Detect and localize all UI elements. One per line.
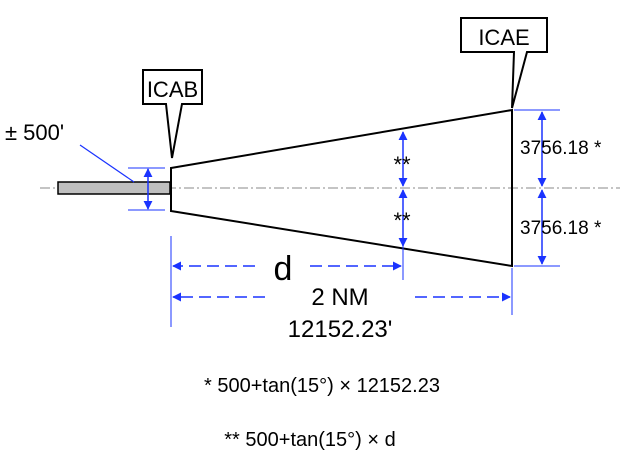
end-upper-label: 3756.18 * — [520, 138, 602, 159]
runway — [57, 181, 171, 195]
callout-icae: ICAE — [460, 17, 548, 109]
tolerance-leader — [79, 144, 135, 183]
tolerance-label: ± 500' — [5, 120, 64, 145]
formula-single-star: * 500+tan(15°) × 12152.23 — [204, 375, 440, 397]
inner-lower-label: ** — [393, 208, 411, 233]
callout-icab: ICAB — [142, 69, 203, 159]
formula-double-star: ** 500+tan(15°) × d — [224, 429, 395, 451]
d-label: d — [274, 250, 293, 288]
approach-surface-outline — [170, 108, 513, 268]
length-nm-label: 2 NM — [311, 284, 368, 311]
callout-icae-label: ICAE — [478, 25, 529, 50]
inner-upper-label: ** — [393, 152, 411, 177]
end-lower-label: 3756.18 * — [520, 218, 602, 239]
callout-icab-label: ICAB — [147, 77, 198, 102]
length-ft-label: 12152.23' — [288, 316, 393, 343]
